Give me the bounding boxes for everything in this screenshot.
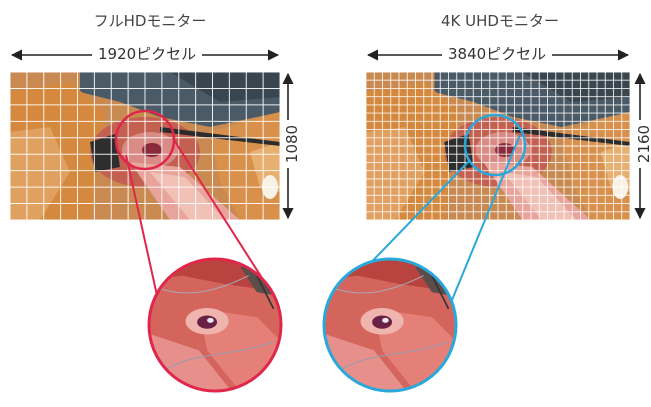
- fullhd-width-label: 1920ピクセル: [92, 45, 202, 63]
- uhd-height-label: 2160: [636, 120, 651, 168]
- fullhd-photo: [10, 72, 280, 220]
- uhd-width-label: 3840ピクセル: [442, 45, 552, 63]
- uhd-photo: [366, 72, 630, 220]
- fullhd-height-label: 1080: [284, 120, 300, 168]
